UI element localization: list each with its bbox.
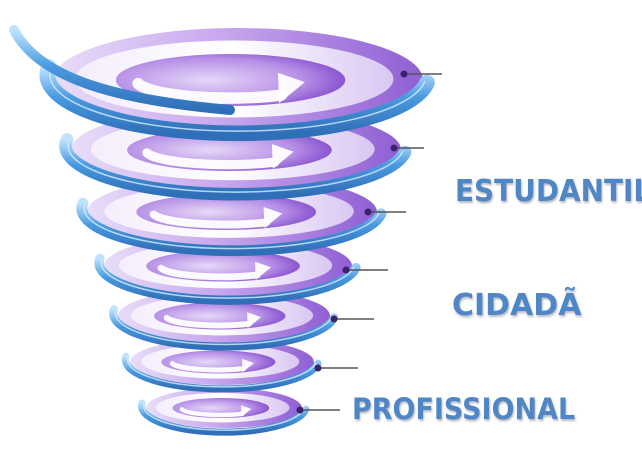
blue-ribbon [121, 352, 322, 393]
circular-arrow-icon [169, 361, 247, 373]
spiral-ring [137, 388, 310, 436]
circular-arrow-icon [142, 148, 280, 170]
spiral-ring [39, 28, 435, 142]
blue-ribbon [109, 305, 339, 351]
arrow-head-icon [242, 358, 254, 373]
leader-dot [342, 266, 350, 274]
leader-dot [364, 208, 372, 216]
blue-ribbon [39, 59, 435, 142]
arrow-head-icon [277, 72, 305, 104]
label-estudantil: ESTUDANTIL [455, 174, 642, 209]
label-profissional: PROFISSIONAL [352, 392, 576, 426]
spiral-ring [109, 289, 339, 351]
leader-dot [330, 315, 338, 323]
arrow-head-icon [240, 405, 252, 417]
blue-ribbon [94, 253, 361, 305]
blue-ribbon [76, 197, 387, 257]
label-cidada: CIDADÃ [452, 288, 582, 323]
leader-dot [390, 144, 398, 152]
arrow-head-icon [247, 312, 262, 329]
blue-ribbon-tail [9, 25, 235, 115]
leader-dot [296, 406, 304, 414]
arrow-head-icon [263, 207, 283, 229]
circular-arrow-icon [179, 407, 245, 418]
arrow-head-icon [255, 261, 272, 280]
arrow-head-icon [271, 144, 294, 169]
circular-arrow-icon [149, 210, 271, 229]
spiral-ring [121, 339, 322, 393]
leader-dot [314, 364, 322, 372]
circular-arrow-icon [132, 77, 288, 104]
blue-ribbon [137, 399, 310, 436]
circular-arrow-icon [157, 264, 261, 281]
blue-ribbon [59, 133, 412, 201]
circular-arrow-icon [163, 314, 252, 329]
leader-dot [400, 70, 408, 78]
